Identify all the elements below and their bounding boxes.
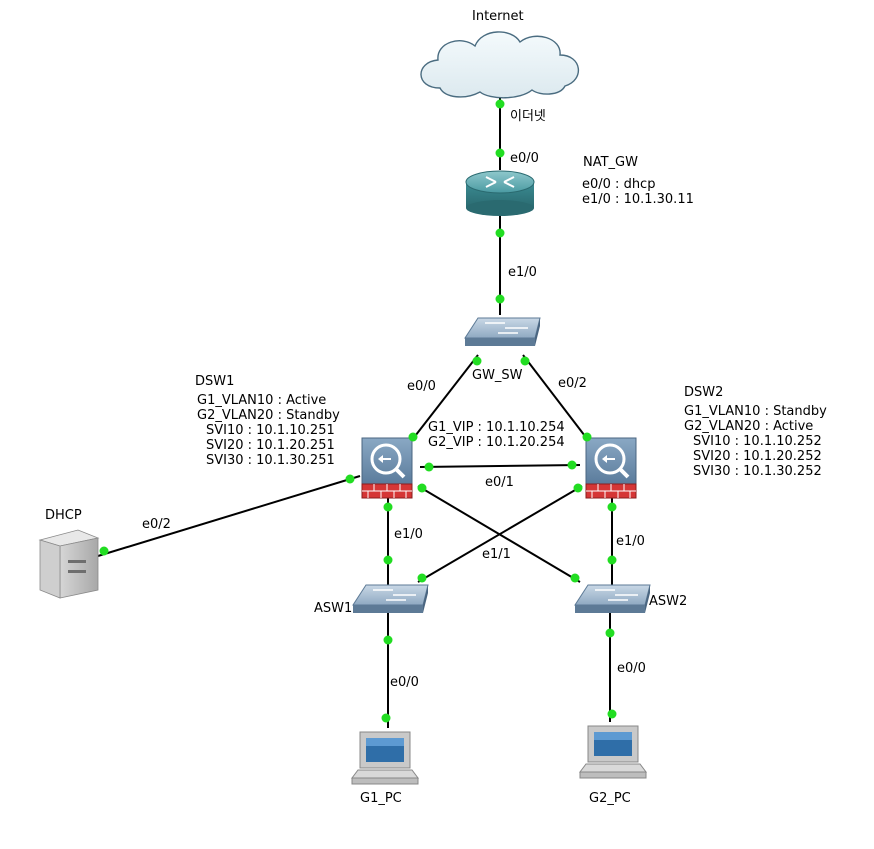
nat-gw-notes: e0/0 : dhcp e1/0 : 10.1.30.11 [582,177,694,207]
note-line: G2_VIP : 10.1.20.254 [428,435,565,450]
asw1-switch-icon [352,584,429,613]
link-dsw1-dsw2 [419,464,581,468]
port-label: e0/0 [390,675,419,690]
note-line: G1_VIP : 10.1.10.254 [428,420,565,435]
server-icon [38,529,100,599]
internet-label: Internet [472,9,524,24]
note-line: G2_VLAN20 : Active [684,419,813,434]
note-line: SVI10 : 10.1.10.251 [206,423,335,438]
port-dot [573,483,583,493]
port-dot [99,546,109,556]
port-dot [605,628,615,638]
port-dot [424,462,434,472]
port-dot [495,99,505,109]
nat-gw-label: NAT_GW [583,155,638,170]
note-line: G1_VLAN10 : Active [197,393,326,408]
internet-cloud-icon [420,31,580,99]
g2-pc-label: G2_PC [589,791,631,806]
port-label: e0/0 [407,379,436,394]
port-dot [520,356,530,366]
port-label: e0/1 [485,475,514,490]
gw-switch-icon [464,317,541,346]
port-label: e1/0 [508,265,537,280]
asw2-switch-icon [574,584,651,613]
port-label: e0/0 [510,151,539,166]
port-dot [495,148,505,158]
link-dsw1-dhcp [97,475,361,557]
device-labels: Internet NAT_GW GW_SW DSW1 DSW2 ASW1 ASW… [45,9,723,806]
port-dot [607,502,617,512]
port-dot [408,432,418,442]
port-label: e0/2 [142,517,171,532]
note-line: SVI20 : 10.1.20.252 [693,449,822,464]
note-line: SVI30 : 10.1.30.251 [206,453,335,468]
port-dot [381,713,391,723]
note-line: e0/0 : dhcp [582,177,655,192]
port-dot [417,483,427,493]
port-label: e1/1 [482,547,511,562]
g1-pc-label: G1_PC [360,791,402,806]
port-dot [345,474,355,484]
port-dot [472,356,482,366]
port-label: e1/0 [616,534,645,549]
port-label: 이더넷 [510,109,546,124]
port-dot [607,709,617,719]
link-gwsw-dsw1 [411,354,479,441]
note-line: G1_VLAN10 : Standby [684,404,827,419]
dsw2-label: DSW2 [684,385,723,400]
g1-pc-icon [351,731,419,785]
port-dot [495,294,505,304]
port-dot [567,460,577,470]
port-dot [582,432,592,442]
port-dot [383,635,393,645]
port-dot [607,555,617,565]
gw-sw-label: GW_SW [472,368,523,383]
links [97,92,613,728]
g2-pc-icon [579,725,647,779]
port-dot [383,502,393,512]
link-dots [99,99,617,723]
asw2-label: ASW2 [649,594,687,609]
port-dot [417,573,427,583]
note-line: G2_VLAN20 : Standby [197,408,340,423]
port-label: e1/0 [394,527,423,542]
router-icon [465,170,535,216]
port-dot [570,573,580,583]
link-gwsw-dsw2 [522,354,589,441]
note-line: SVI20 : 10.1.20.251 [206,438,335,453]
dsw2-notes: G1_VLAN10 : Standby G2_VLAN20 : Active S… [684,404,827,479]
dhcp-label: DHCP [45,508,82,523]
note-line: e1/0 : 10.1.30.11 [582,192,694,207]
link-dsw2-asw1 [417,485,583,583]
note-line: SVI10 : 10.1.10.252 [693,434,822,449]
port-dot [383,555,393,565]
dsw1-notes: G1_VLAN10 : Active G2_VLAN20 : Standby S… [197,393,340,468]
vip-notes: G1_VIP : 10.1.10.254 G2_VIP : 10.1.20.25… [428,420,565,450]
port-dot [495,228,505,238]
dsw1-label: DSW1 [195,374,234,389]
port-label: e0/2 [558,376,587,391]
port-label: e0/0 [617,661,646,676]
asw1-label: ASW1 [314,601,352,616]
note-line: SVI30 : 10.1.30.252 [693,464,822,479]
dsw2-firewall-icon [585,437,637,499]
port-labels: 이더넷 e0/0 e1/0 e0/0 e0/2 e0/1 e1/1 e0/2 e… [142,109,646,690]
dsw1-firewall-icon [361,437,413,499]
